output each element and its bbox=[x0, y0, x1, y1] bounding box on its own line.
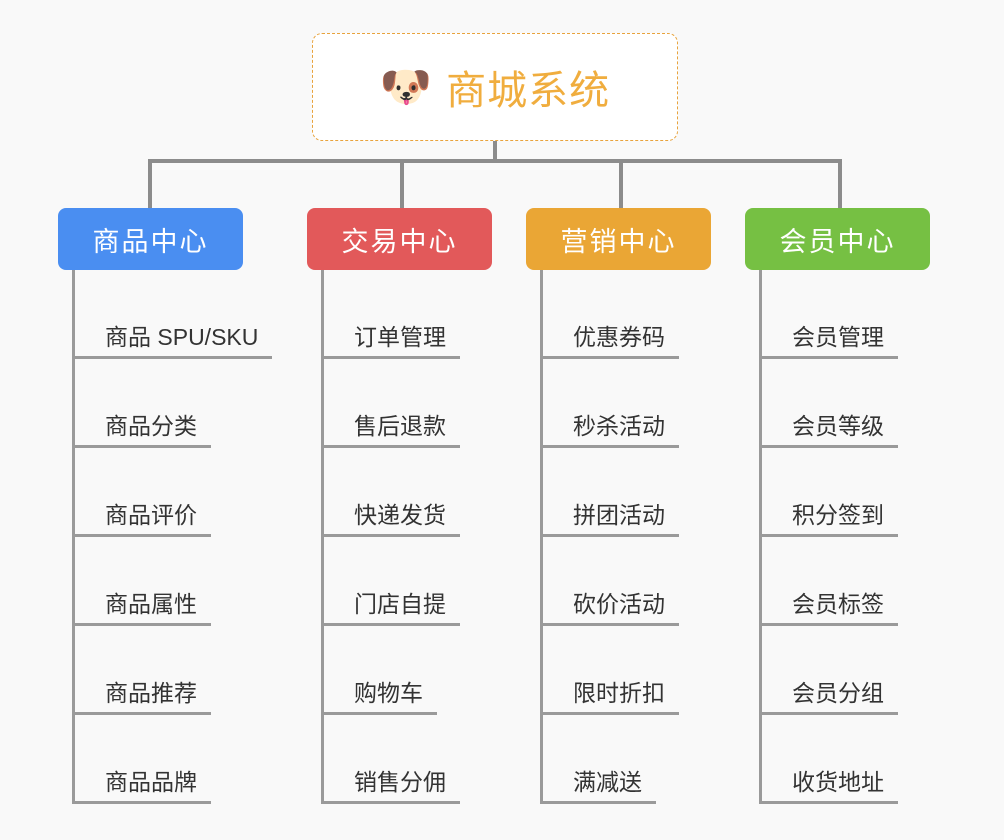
leaf-item[interactable]: 商品评价 bbox=[75, 448, 272, 537]
branch-trunk-marketing-center: 优惠券码秒杀活动拼团活动砍价活动限时折扣满减送 bbox=[540, 270, 711, 804]
leaf-item-label: 门店自提 bbox=[324, 591, 460, 626]
connector-root-stem bbox=[493, 141, 497, 163]
root-title: 商城系统 bbox=[446, 69, 611, 113]
branch-head-member-center[interactable]: 会员中心 bbox=[745, 208, 930, 270]
dog-face-icon: 🐶 bbox=[379, 63, 433, 110]
leaf-item[interactable]: 会员等级 bbox=[762, 359, 930, 448]
branch-trunk-trade-center: 订单管理售后退款快递发货门店自提购物车销售分佣 bbox=[321, 270, 492, 804]
leaf-item-label: 购物车 bbox=[324, 680, 437, 715]
leaf-item-label: 会员分组 bbox=[762, 680, 898, 715]
leaf-item-label: 砍价活动 bbox=[543, 591, 679, 626]
leaf-item[interactable]: 秒杀活动 bbox=[543, 359, 711, 448]
leaf-item[interactable]: 购物车 bbox=[324, 626, 492, 715]
leaf-item[interactable]: 快递发货 bbox=[324, 448, 492, 537]
leaf-item-label: 满减送 bbox=[543, 769, 656, 804]
leaf-item[interactable]: 会员标签 bbox=[762, 537, 930, 626]
leaf-item-label: 商品分类 bbox=[75, 413, 211, 448]
branch-head-label: 交易中心 bbox=[341, 226, 458, 257]
leaf-item[interactable]: 拼团活动 bbox=[543, 448, 711, 537]
leaf-item[interactable]: 收货地址 bbox=[762, 715, 930, 804]
leaf-item[interactable]: 限时折扣 bbox=[543, 626, 711, 715]
leaf-item[interactable]: 销售分佣 bbox=[324, 715, 492, 804]
branch-head-marketing-center[interactable]: 营销中心 bbox=[526, 208, 711, 270]
branch-head-label: 商品中心 bbox=[92, 226, 209, 257]
connector-horizontal-rail bbox=[148, 159, 840, 163]
leaf-item-label: 快递发货 bbox=[324, 502, 460, 537]
connector-drop-member-center bbox=[838, 159, 842, 208]
branch-trade-center: 交易中心订单管理售后退款快递发货门店自提购物车销售分佣 bbox=[307, 208, 492, 804]
leaf-item[interactable]: 会员管理 bbox=[762, 270, 930, 359]
leaf-item-label: 售后退款 bbox=[324, 413, 460, 448]
branch-head-product-center[interactable]: 商品中心 bbox=[58, 208, 243, 270]
leaf-item[interactable]: 订单管理 bbox=[324, 270, 492, 359]
branch-head-label: 营销中心 bbox=[560, 226, 677, 257]
root-node[interactable]: 🐶 商城系统 bbox=[312, 33, 678, 141]
leaf-item-label: 商品 SPU/SKU bbox=[75, 324, 273, 359]
leaf-item[interactable]: 满减送 bbox=[543, 715, 711, 804]
leaf-item-label: 商品品牌 bbox=[75, 769, 211, 804]
leaf-item-label: 收货地址 bbox=[762, 769, 898, 804]
leaf-item-label: 订单管理 bbox=[324, 324, 460, 359]
branch-head-label: 会员中心 bbox=[779, 226, 896, 257]
leaf-item[interactable]: 商品推荐 bbox=[75, 626, 272, 715]
leaf-item-label: 积分签到 bbox=[762, 502, 898, 537]
leaf-item-label: 商品推荐 bbox=[75, 680, 211, 715]
leaf-item-label: 销售分佣 bbox=[324, 769, 460, 804]
leaf-item[interactable]: 商品 SPU/SKU bbox=[75, 270, 273, 359]
leaf-item-label: 商品评价 bbox=[75, 502, 211, 537]
leaf-item-label: 会员管理 bbox=[762, 324, 898, 359]
leaf-item[interactable]: 商品品牌 bbox=[75, 715, 272, 804]
leaf-item[interactable]: 售后退款 bbox=[324, 359, 492, 448]
leaf-item[interactable]: 积分签到 bbox=[762, 448, 930, 537]
branch-head-trade-center[interactable]: 交易中心 bbox=[307, 208, 492, 270]
leaf-item[interactable]: 优惠券码 bbox=[543, 270, 711, 359]
leaf-item[interactable]: 商品分类 bbox=[75, 359, 272, 448]
leaf-item[interactable]: 会员分组 bbox=[762, 626, 930, 715]
leaf-item-label: 会员标签 bbox=[762, 591, 898, 626]
branch-member-center: 会员中心会员管理会员等级积分签到会员标签会员分组收货地址 bbox=[745, 208, 930, 804]
branch-trunk-product-center: 商品 SPU/SKU 商品分类商品评价商品属性商品推荐商品品牌 bbox=[72, 270, 273, 804]
leaf-item[interactable]: 门店自提 bbox=[324, 537, 492, 626]
connector-drop-product-center bbox=[148, 159, 152, 208]
branch-trunk-member-center: 会员管理会员等级积分签到会员标签会员分组收货地址 bbox=[759, 270, 930, 804]
leaf-item-label: 秒杀活动 bbox=[543, 413, 679, 448]
leaf-item[interactable]: 砍价活动 bbox=[543, 537, 711, 626]
leaf-item-label: 会员等级 bbox=[762, 413, 898, 448]
leaf-item-label: 商品属性 bbox=[75, 591, 211, 626]
branch-product-center: 商品中心商品 SPU/SKU 商品分类商品评价商品属性商品推荐商品品牌 bbox=[58, 208, 273, 804]
connector-drop-marketing-center bbox=[619, 159, 623, 208]
branch-marketing-center: 营销中心优惠券码秒杀活动拼团活动砍价活动限时折扣满减送 bbox=[526, 208, 711, 804]
connector-drop-trade-center bbox=[400, 159, 404, 208]
leaf-item-label: 拼团活动 bbox=[543, 502, 679, 537]
leaf-item[interactable]: 商品属性 bbox=[75, 537, 272, 626]
leaf-item-label: 优惠券码 bbox=[543, 324, 679, 359]
leaf-item-label: 限时折扣 bbox=[543, 680, 679, 715]
